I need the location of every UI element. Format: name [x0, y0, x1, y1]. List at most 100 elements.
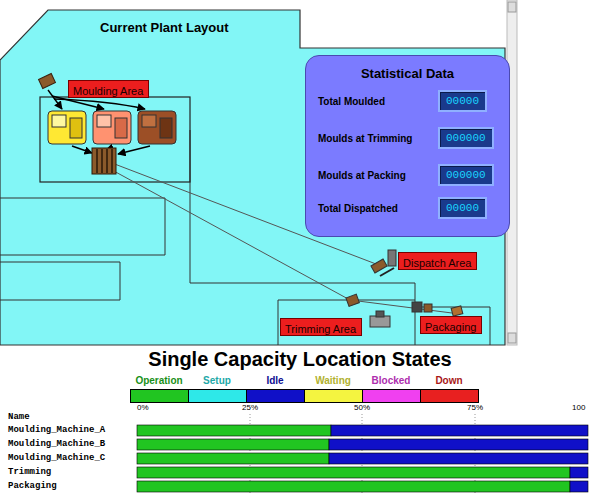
layout-shape [93, 111, 131, 144]
layout-shape [278, 300, 279, 345]
counter-label: Moulds at Packing [318, 170, 438, 181]
layout-shape [570, 467, 588, 478]
counter-value: 00000 [438, 90, 487, 112]
row-label: Moulding_Machine_B [8, 439, 105, 449]
layout-shape [48, 111, 86, 144]
moulding-enclosure [40, 97, 190, 182]
layout-shape [570, 481, 588, 492]
area-label: Trimming Area [281, 321, 360, 337]
layout-shape [137, 425, 331, 436]
row-label: Trimming [8, 467, 51, 477]
counter-row: Moulds at Packing000000 [318, 164, 494, 186]
counter-value: 00000 [438, 197, 487, 219]
legend-swatch [362, 389, 421, 403]
layout-shape [371, 259, 387, 273]
area-label: Dispatch Area [399, 255, 475, 271]
legend-swatch [304, 389, 363, 403]
row-label: Packaging [8, 481, 57, 491]
legend-label: Operation [130, 375, 188, 386]
area-label-box: Dispatch Area [398, 252, 477, 270]
layout-shape [370, 316, 390, 327]
layout-shape [96, 149, 98, 173]
layout-shape [118, 146, 150, 154]
layout-shape [72, 146, 92, 153]
layout-shape [52, 115, 66, 127]
area-label-box: Packaging [420, 316, 482, 334]
state-bars [137, 425, 588, 492]
axis-tick: 100 [572, 403, 585, 412]
axis-tick: 50% [354, 403, 370, 412]
layout-shape [160, 118, 172, 138]
layout-shape [380, 268, 394, 276]
dispatch-icon [371, 250, 396, 276]
layout-shape [142, 115, 156, 127]
counter-row: Moulds at Trimming000000 [318, 127, 494, 149]
legend-label: Blocked [362, 375, 420, 386]
layout-shape [70, 118, 82, 138]
collection-pallet [92, 148, 116, 174]
chart-title: Single Capacity Location States [148, 348, 451, 371]
layout-shape [451, 306, 463, 316]
layout-shape [111, 149, 113, 173]
layout-shape [39, 74, 56, 89]
layout-shape [137, 439, 329, 450]
area-label-box: Moulding Area [68, 80, 149, 98]
layout-shape [101, 149, 103, 173]
statistics-panel: Statistical DataTotal Moulded00000Moulds… [305, 55, 510, 237]
legend-label: Setup [188, 375, 246, 386]
layout-shape [329, 453, 588, 464]
feed-arrows [48, 90, 150, 154]
row-label: Moulding_Machine_A [8, 425, 105, 435]
layout-shape [115, 118, 127, 138]
source-pallet [39, 74, 56, 89]
layout-shape [92, 148, 116, 174]
row-label: Moulding_Machine_C [8, 453, 105, 463]
layout-shape [376, 311, 384, 317]
layout-shape [137, 453, 329, 464]
legend-label: Waiting [304, 375, 362, 386]
counter-label: Total Dispatched [318, 203, 438, 214]
layout-shape [138, 111, 176, 144]
packaging-icons [412, 302, 463, 316]
area-label: Moulding Area [69, 83, 147, 99]
legend-label: Down [420, 375, 478, 386]
layout-shape [0, 198, 165, 255]
counter-value: 000000 [438, 127, 494, 149]
layout-shape [346, 294, 359, 306]
layout-shape [412, 302, 422, 312]
area-label-box: Trimming Area [280, 318, 362, 336]
legend-swatch [188, 389, 247, 403]
layout-shape [329, 439, 588, 450]
layout-shape [54, 99, 145, 109]
layout-shape [97, 149, 112, 173]
layout-shape [97, 115, 111, 127]
layout-shape [424, 304, 432, 312]
legend-label: Idle [246, 375, 304, 386]
counter-row: Total Moulded00000 [318, 90, 487, 112]
panel-heading: Statistical Data [306, 66, 509, 81]
legend-swatch [130, 389, 189, 403]
counter-label: Moulds at Trimming [318, 133, 438, 144]
layout-shape [508, 333, 516, 343]
axis-tick: 25% [242, 403, 258, 412]
layout-shape [0, 262, 120, 300]
column-header: Name [8, 412, 30, 422]
layout-shape [137, 467, 570, 478]
layout-shape [388, 250, 396, 266]
area-label: Packaging [421, 319, 480, 335]
legend-swatch [420, 389, 479, 403]
legend-swatch [246, 389, 305, 403]
layout-title: Current Plant Layout [100, 20, 229, 35]
layout-shape [106, 149, 108, 173]
moulding-machines [48, 111, 176, 144]
counter-row: Total Dispatched00000 [318, 197, 487, 219]
layout-shape [331, 425, 588, 436]
layout-shape [508, 2, 516, 12]
counter-label: Total Moulded [318, 96, 438, 107]
layout-shape [358, 301, 452, 313]
layout-shape [137, 481, 570, 492]
axis-tick: 0% [137, 403, 149, 412]
counter-value: 000000 [438, 164, 494, 186]
axis-tick: 75% [467, 403, 483, 412]
